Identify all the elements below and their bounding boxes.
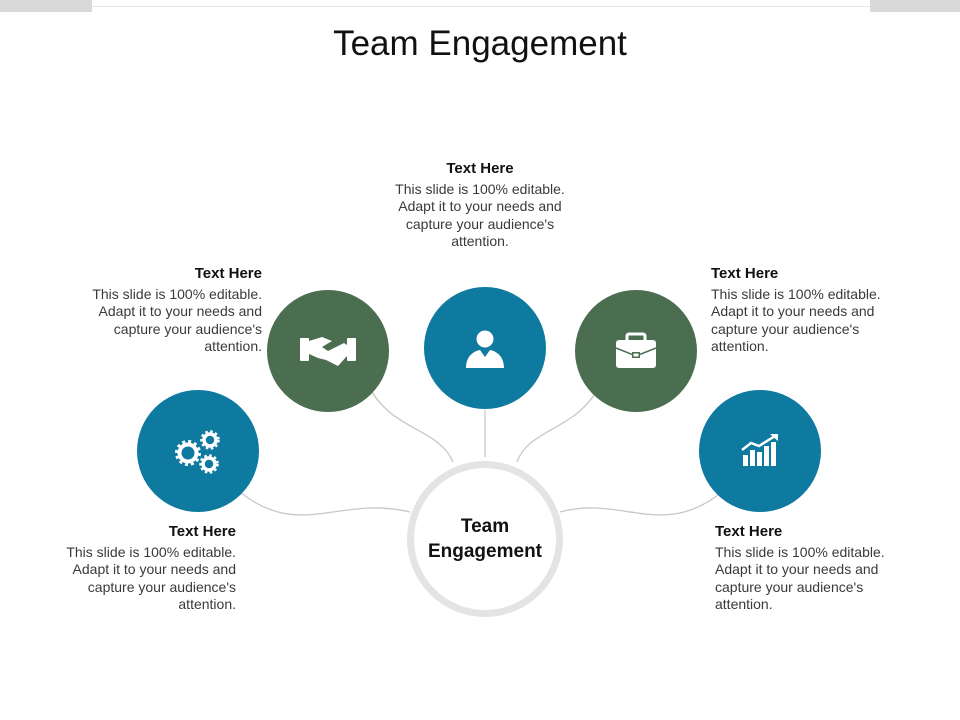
text-body: This slide is 100% editable. Adapt it to… [715, 543, 885, 613]
text-body: This slide is 100% editable. Adapt it to… [711, 285, 881, 355]
handshake-icon [300, 337, 356, 366]
top-rule [92, 6, 870, 7]
bar-chart-icon [741, 434, 778, 466]
center-label-line1: Team [460, 516, 510, 537]
text-body: This slide is 100% editable. Adapt it to… [66, 543, 236, 613]
node-bar-chart [699, 390, 821, 512]
node-briefcase [575, 290, 697, 412]
connector-chart [559, 491, 723, 516]
text-heading: Text Here [194, 265, 262, 282]
text-body: This slide is 100% editable. Adapt it to… [395, 180, 565, 250]
text-block-briefcase: Text Here This slide is 100% editable. A… [711, 265, 891, 356]
connector-gears [239, 491, 411, 516]
center-label-line2: Engagement [427, 541, 543, 562]
node-handshake [267, 290, 389, 412]
text-heading: Text Here [168, 523, 236, 540]
text-heading: Text Here [715, 523, 783, 540]
connector-briefcase [516, 391, 597, 463]
center-circle [407, 461, 563, 617]
person-icon [466, 330, 504, 368]
text-block-gears: Text Here This slide is 100% editable. A… [56, 523, 236, 614]
text-block-bar-chart: Text Here This slide is 100% editable. A… [715, 523, 895, 614]
text-block-person: Text Here This slide is 100% editable. A… [390, 160, 570, 251]
gears-icon [175, 430, 220, 474]
node-person [424, 287, 546, 409]
briefcase-icon [615, 332, 657, 368]
text-block-handshake: Text Here This slide is 100% editable. A… [82, 265, 262, 356]
connector-handshake [371, 391, 454, 463]
text-heading: Text Here [711, 265, 779, 282]
connectors [239, 391, 723, 516]
center-label: Team Engagement [405, 459, 565, 619]
corner-bar-left [0, 0, 92, 12]
node-gears [137, 390, 259, 512]
page-title: Team Engagement [333, 24, 627, 63]
corner-bar-right [870, 0, 960, 12]
text-heading: Text Here [446, 160, 514, 177]
text-body: This slide is 100% editable. Adapt it to… [92, 285, 262, 355]
